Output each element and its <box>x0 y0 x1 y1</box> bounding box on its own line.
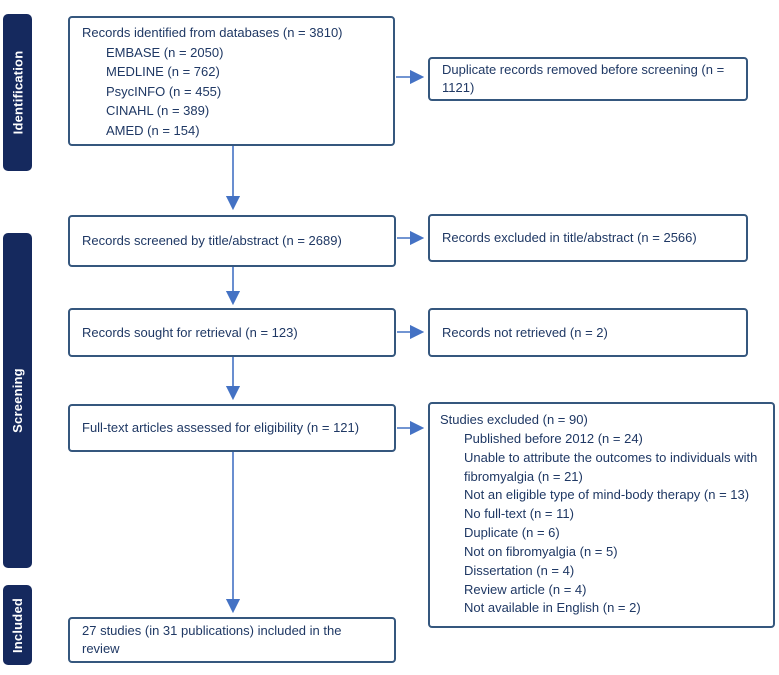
list-item: No full-text (n = 11) <box>464 506 574 522</box>
list-item: Published before 2012 (n = 24) <box>464 430 643 446</box>
box-text: Records screened by title/abstract (n = … <box>82 233 342 249</box>
stage-label-included: Included <box>10 597 25 653</box>
box-included-studies: 27 studies (in 31 publications) included… <box>68 617 396 663</box>
box-text: Records not retrieved (n = 2) <box>442 324 608 340</box>
box-records-screened: Records screened by title/abstract (n = … <box>68 215 396 267</box>
box-records-not-retrieved: Records not retrieved (n = 2) <box>428 308 748 357</box>
box-text: Full-text articles assessed for eligibil… <box>82 420 360 436</box>
list-item: CINAHL (n = 389) <box>106 103 210 118</box>
box-title: Records identified from databases (n = 3… <box>82 25 343 40</box>
list-item: PsycINFO (n = 455) <box>106 83 222 99</box>
list-item: MEDLINE (n = 762) <box>106 64 220 79</box>
box-text: Records sought for retrieval (n = 123) <box>82 324 298 340</box>
list-item: EMBASE (n = 2050) <box>106 44 224 60</box>
box-studies-excluded: Studies excluded (n = 90) Published befo… <box>428 402 775 628</box>
database-list: EMBASE (n = 2050) MEDLINE (n = 762) Psyc… <box>82 43 381 141</box>
list-item: AMED (n = 154) <box>106 122 200 138</box>
stage-label-identification: Identification <box>10 50 26 135</box>
box-duplicates-removed: Duplicate records removed before screeni… <box>428 57 748 101</box>
stage-bar-included: Included <box>3 585 32 665</box>
box-title: Studies excluded (n = 90) <box>440 412 588 427</box>
list-item: Review article (n = 4) <box>464 581 587 597</box>
box-fulltext-assessed: Full-text articles assessed for eligibil… <box>68 404 396 452</box>
list-item: Duplicate (n = 6) <box>464 525 560 541</box>
list-item: Not an eligible type of mind-body therap… <box>464 487 750 503</box>
stage-label-screening: Screening <box>10 368 25 433</box>
box-records-excluded: Records excluded in title/abstract (n = … <box>428 214 748 262</box>
box-text: Records excluded in title/abstract (n = … <box>442 230 697 246</box>
list-item: Not on fibromyalgia (n = 5) <box>464 543 618 559</box>
box-records-identified: Records identified from databases (n = 3… <box>68 16 395 146</box>
box-text: Duplicate records removed before screeni… <box>442 61 725 95</box>
stage-bar-screening: Screening <box>3 233 32 568</box>
list-item: Unable to attribute the outcomes to indi… <box>464 449 758 484</box>
exclusion-reason-list: Published before 2012 (n = 24) Unable to… <box>440 430 763 618</box>
list-item: Not available in English (n = 2) <box>464 600 641 616</box>
list-item: Dissertation (n = 4) <box>464 562 575 578</box>
stage-bar-identification: Identification <box>3 14 32 171</box>
box-records-sought: Records sought for retrieval (n = 123) <box>68 308 396 357</box>
box-text: 27 studies (in 31 publications) included… <box>82 622 342 656</box>
